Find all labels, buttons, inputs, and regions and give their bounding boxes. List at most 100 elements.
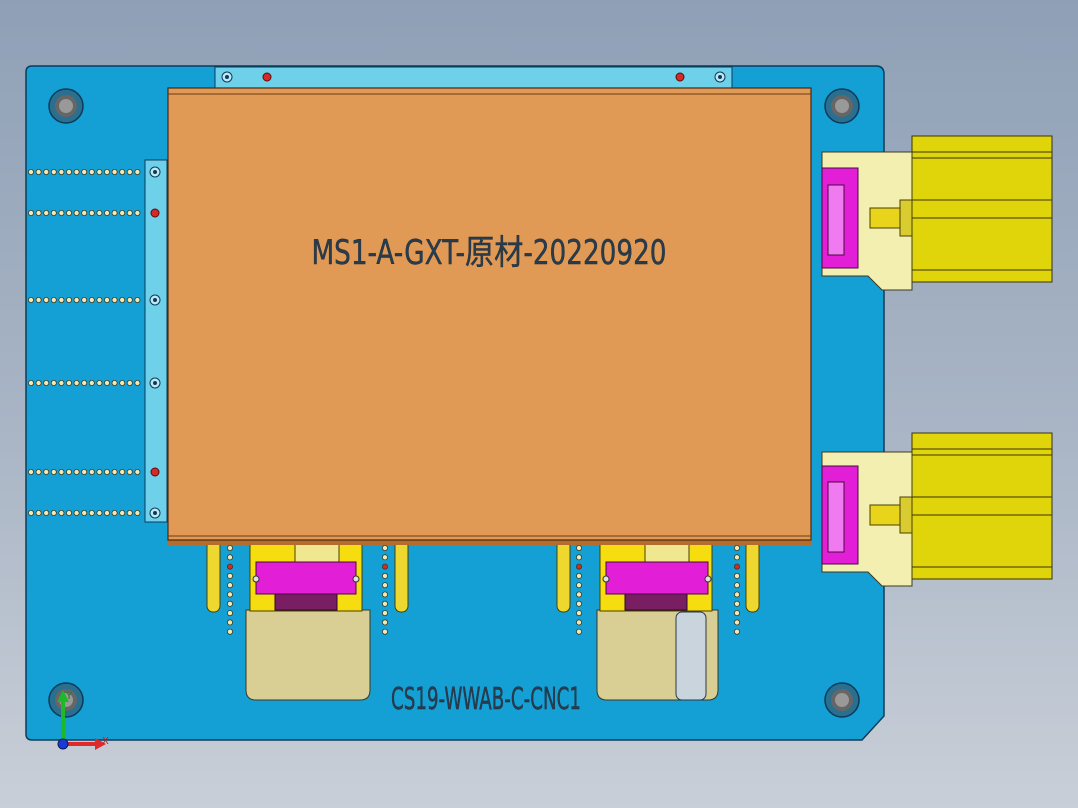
hole-icon <box>734 572 741 579</box>
hole-icon <box>576 582 583 589</box>
hole-icon <box>50 509 57 516</box>
hole-icon <box>43 296 50 303</box>
hole-icon <box>81 379 88 386</box>
hole-icon <box>119 468 126 475</box>
hole-icon <box>226 545 233 552</box>
hole-icon <box>35 379 42 386</box>
clamp-hole-column <box>576 545 741 635</box>
hole-icon <box>58 209 65 216</box>
hole-icon <box>226 600 233 607</box>
hole-icon <box>734 619 741 626</box>
hole-icon <box>66 379 73 386</box>
hole-icon <box>73 468 80 475</box>
hole-icon <box>104 509 111 516</box>
hole-icon <box>58 168 65 175</box>
hole-icon <box>43 468 50 475</box>
hole-icon <box>119 379 126 386</box>
hole-icon <box>734 554 741 561</box>
hole-icon <box>119 296 126 303</box>
hole-icon <box>119 209 126 216</box>
hole-icon <box>58 509 65 516</box>
hole-icon <box>226 619 233 626</box>
hole-icon <box>58 379 65 386</box>
bottom-clamp-right[interactable] <box>556 539 760 701</box>
hole-icon <box>226 554 233 561</box>
air-hole-rows <box>27 168 141 516</box>
hole-icon <box>58 468 65 475</box>
hole-icon <box>381 572 388 579</box>
hole-icon <box>126 296 133 303</box>
workpiece[interactable]: MS1-A-GXT-原材-20220920 <box>167 87 812 545</box>
hole-icon <box>126 379 133 386</box>
hole-icon <box>104 168 111 175</box>
hole-icon <box>35 209 42 216</box>
hole-icon <box>50 379 57 386</box>
hole-icon <box>111 509 118 516</box>
hole-icon <box>381 628 388 635</box>
hole-icon <box>81 468 88 475</box>
hole-icon <box>43 379 50 386</box>
side-clamp-upper[interactable] <box>821 135 1053 291</box>
hole-icon <box>381 582 388 589</box>
hole-icon <box>66 209 73 216</box>
hole-icon <box>104 296 111 303</box>
hole-icon <box>381 600 388 607</box>
side-clamp-lower[interactable] <box>821 432 1053 587</box>
hole-icon <box>134 509 141 516</box>
hole-icon <box>88 209 95 216</box>
hole-icon <box>43 509 50 516</box>
hole-icon <box>381 619 388 626</box>
hole-icon <box>119 509 126 516</box>
hole-icon <box>73 379 80 386</box>
bottom-clamp-left[interactable] <box>206 539 409 701</box>
hole-icon <box>111 168 118 175</box>
hole-icon <box>43 209 50 216</box>
hole-icon <box>88 379 95 386</box>
hole-icon <box>81 509 88 516</box>
hole-icon <box>226 591 233 598</box>
corner-bolt-icon <box>48 88 84 124</box>
hole-icon <box>126 209 133 216</box>
hole-icon <box>66 509 73 516</box>
hole-icon <box>126 509 133 516</box>
hole-icon <box>50 209 57 216</box>
hole-icon <box>58 296 65 303</box>
hole-icon <box>66 468 73 475</box>
hole-icon <box>66 296 73 303</box>
hole-icon <box>50 168 57 175</box>
hole-icon <box>73 509 80 516</box>
hole-icon <box>126 168 133 175</box>
pin-icon <box>675 72 685 82</box>
hole-icon <box>134 379 141 386</box>
hole-icon <box>81 209 88 216</box>
base-plate-label: CS19-WWAB-C-CNC1 <box>391 682 581 717</box>
hole-icon <box>104 209 111 216</box>
hole-icon <box>50 296 57 303</box>
hole-icon <box>576 610 583 617</box>
hole-icon <box>35 468 42 475</box>
hole-icon <box>381 610 388 617</box>
workpiece-label: MS1-A-GXT-原材-20220920 <box>312 233 667 273</box>
hole-icon <box>50 468 57 475</box>
hole-icon <box>88 296 95 303</box>
hole-icon <box>734 628 741 635</box>
hole-icon <box>226 572 233 579</box>
hole-icon <box>734 610 741 617</box>
hole-icon <box>226 610 233 617</box>
axis-triad[interactable]: Y X <box>57 690 109 750</box>
hole-icon <box>381 554 388 561</box>
hole-icon <box>576 628 583 635</box>
hole-icon <box>576 591 583 598</box>
hole-icon <box>73 209 80 216</box>
hole-icon <box>96 168 103 175</box>
hole-icon <box>35 509 42 516</box>
hole-icon <box>226 628 233 635</box>
top-locating-strip <box>214 66 733 90</box>
hole-icon <box>73 296 80 303</box>
hole-icon <box>27 209 34 216</box>
hole-icon <box>576 572 583 579</box>
hole-icon <box>88 468 95 475</box>
hole-icon <box>576 554 583 561</box>
hole-icon <box>576 545 583 552</box>
